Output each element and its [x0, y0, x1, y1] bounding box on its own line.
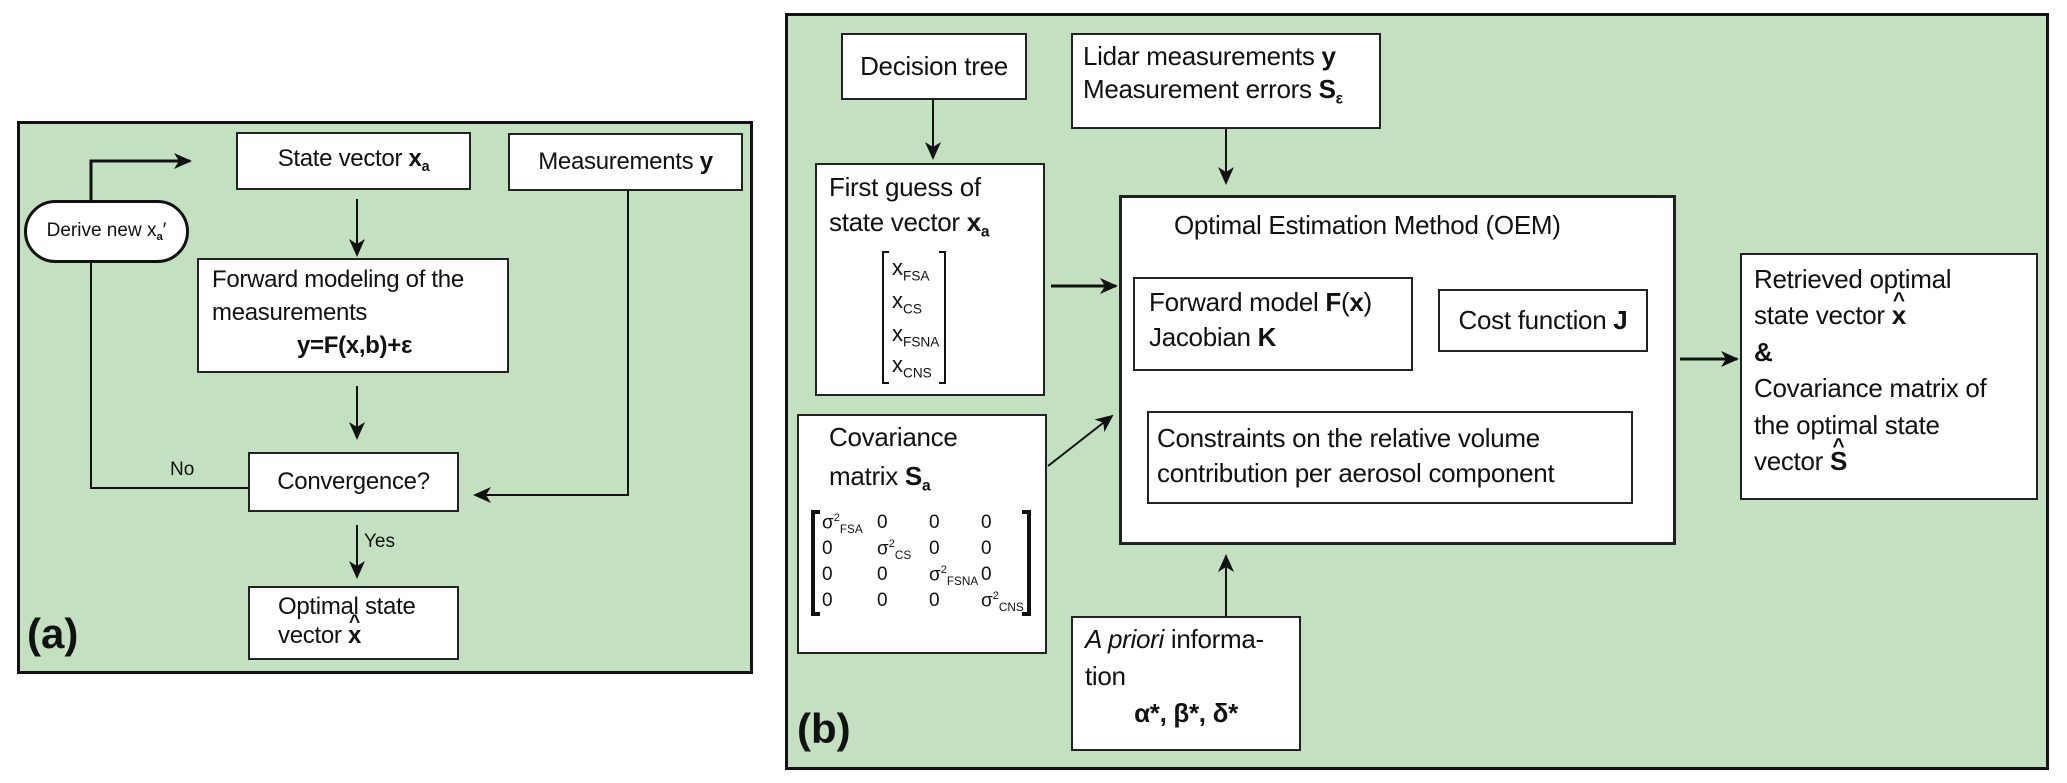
first-guess-vector: xFSA xCS xFSNA xCNS: [882, 251, 946, 384]
convergence-box: Convergence?: [248, 452, 459, 512]
convergence-label: Convergence?: [277, 467, 430, 495]
constraints-box: Constraints on the relative volume contr…: [1147, 411, 1633, 504]
forward-modeling-equation: y=F(x,b)+ε: [296, 331, 413, 359]
a-priori-params: α*, β*, δ*: [1134, 698, 1238, 729]
matrix-row: 0 0 σ2FSNA 0: [811, 564, 1031, 590]
matrix-cell: σ2FSA: [822, 512, 863, 537]
yes-label: Yes: [364, 531, 395, 552]
measurements-label: Measurements y: [538, 147, 713, 175]
matrix-cell: 0: [981, 564, 992, 585]
matrix-cell: 0: [822, 564, 833, 585]
a-priori-line1: A priori informa-: [1085, 624, 1264, 654]
retrieved-amp: &: [1754, 336, 1773, 367]
forward-model-box: Forward model F(x) Jacobian K: [1133, 277, 1413, 371]
matrix-cell: 0: [877, 512, 888, 533]
derive-label: Derive new xa′: [46, 220, 167, 243]
vector-right-bracket: [939, 251, 946, 384]
retrieved-line2: state vector x: [1754, 297, 2036, 333]
matrix-cell: 0: [929, 538, 940, 559]
lidar-line1: Lidar measurements y: [1083, 41, 1336, 71]
covariance-box: Covariance matrix Sa: [797, 414, 1047, 654]
matrix-cell: σ2CNS: [981, 590, 1024, 615]
matrix-cell: 0: [877, 564, 888, 585]
forward-modeling-line1: Forward modeling of the: [212, 266, 464, 293]
first-guess-line2: state vector xa: [829, 207, 990, 241]
decision-tree-box: Decision tree: [841, 33, 1027, 100]
measurements-box: Measurements y: [508, 133, 743, 191]
matrix-row: σ2FSA 0 0 0: [811, 512, 1031, 538]
vector-entry: xFSNA: [892, 321, 940, 350]
lidar-line2: Measurement errors Sε: [1083, 74, 1343, 108]
retrieved-line4: the optimal state: [1754, 409, 1940, 440]
forward-model-line1: Forward model F(x): [1149, 287, 1372, 317]
a-priori-line2: tion: [1085, 661, 1126, 692]
derive-new-state-pill: Derive new xa′: [24, 200, 189, 263]
vector-entry: xFSA: [892, 255, 930, 284]
matrix-cell: 0: [877, 590, 888, 611]
cost-function-box: Cost function J: [1438, 289, 1648, 352]
no-label: No: [170, 459, 195, 480]
optimal-state-line1: Optimal state: [278, 593, 416, 620]
matrix-right-bracket: [1022, 510, 1031, 616]
matrix-cell: 0: [822, 590, 833, 611]
lidar-measurements-box: Lidar measurements y Measurement errors …: [1071, 33, 1381, 129]
panel-a-label: (a): [27, 610, 79, 657]
oem-title: Optimal Estimation Method (OEM): [1174, 210, 1561, 240]
state-vector-label: State vector xa: [277, 145, 430, 176]
matrix-row: 0 0 0 σ2CNS: [811, 590, 1031, 616]
retrieved-line1: Retrieved optimal: [1754, 264, 1952, 294]
retrieved-box: Retrieved optimal state vector x & Covar…: [1740, 253, 2038, 500]
optimal-state-line2: vector x: [278, 622, 457, 651]
optimal-state-box: Optimal state vector x: [248, 586, 459, 660]
vector-entry: xCNS: [892, 352, 932, 381]
matrix-cell: 0: [929, 590, 940, 611]
matrix-left-bracket: [811, 510, 820, 616]
vector-entry: xCS: [892, 288, 922, 317]
covariance-matrix: σ2FSA 0 0 0 0 σ2CS 0 0 0 0 σ2FSNA 0 0 0 …: [811, 510, 1031, 616]
first-guess-line1: First guess of: [829, 172, 981, 202]
matrix-cell: σ2CS: [877, 538, 912, 563]
a-priori-box: A priori informa- tion α*, β*, δ*: [1071, 616, 1301, 751]
vector-left-bracket: [882, 251, 889, 384]
covariance-line1: Covariance: [829, 422, 958, 452]
forward-modeling-box: Forward modeling of the measurements y=F…: [197, 258, 509, 373]
matrix-row: 0 σ2CS 0 0: [811, 538, 1031, 564]
matrix-cell: 0: [822, 538, 833, 559]
forward-modeling-line2: measurements: [212, 298, 368, 326]
matrix-cell: 0: [929, 512, 940, 533]
panel-b-label: (b): [797, 705, 851, 752]
matrix-cell: σ2FSNA: [929, 564, 979, 589]
state-vector-box: State vector xa: [236, 132, 471, 190]
first-guess-box: First guess of state vector xa: [815, 163, 1045, 396]
decision-tree-label: Decision tree: [860, 50, 1008, 81]
covariance-line2: matrix Sa: [829, 461, 931, 495]
constraints-line1: Constraints on the relative volume: [1157, 423, 1540, 453]
retrieved-line5: vector S: [1754, 443, 2036, 479]
cost-function-label: Cost function J: [1458, 304, 1628, 335]
constraints-line2: contribution per aerosol component: [1157, 458, 1555, 489]
matrix-cell: 0: [981, 512, 992, 533]
matrix-cell: 0: [981, 538, 992, 559]
retrieved-line3: Covariance matrix of: [1754, 373, 1987, 404]
forward-model-line2: Jacobian K: [1149, 322, 1277, 353]
